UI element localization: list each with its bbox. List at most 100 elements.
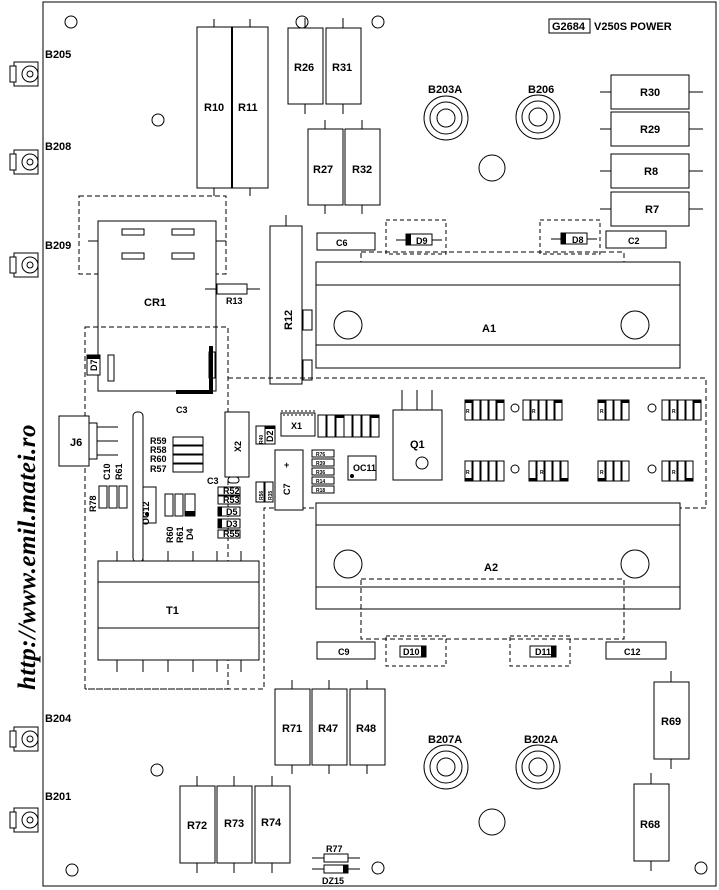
svg-text:R60: R60 <box>165 526 175 543</box>
capacitor-c2: C2 <box>605 230 667 249</box>
svg-text:R40: R40 <box>259 435 265 444</box>
svg-text:R68: R68 <box>640 819 660 831</box>
svg-text:R18: R18 <box>316 488 325 494</box>
mount-b203a: B203A <box>423 84 469 141</box>
svg-text:R: R <box>466 409 470 415</box>
resistor-r47: R47 <box>311 680 348 774</box>
svg-text:A1: A1 <box>482 323 496 335</box>
svg-text:R61: R61 <box>175 526 185 543</box>
svg-text:R31: R31 <box>332 62 352 74</box>
mounting-holes <box>64 15 708 877</box>
svg-text:D4: D4 <box>185 528 195 540</box>
resistor-r13: R13 <box>205 283 260 306</box>
bridge-rectifier-cr1: CR1 <box>78 195 227 394</box>
r56-r35 <box>255 481 274 503</box>
svg-text:R: R <box>600 409 604 415</box>
svg-text:R7: R7 <box>645 204 659 216</box>
svg-text:R60: R60 <box>150 454 167 464</box>
svg-text:D9: D9 <box>416 236 428 246</box>
svg-text:D3: D3 <box>226 519 238 529</box>
connector-b209: B209 <box>9 240 71 278</box>
title-code: G2684 <box>552 21 586 33</box>
svg-text:B203A: B203A <box>428 84 462 96</box>
svg-text:B208: B208 <box>45 141 71 153</box>
svg-text:R53: R53 <box>223 495 240 505</box>
svg-text:R12: R12 <box>283 310 295 330</box>
resistor-r71: R71 <box>274 680 311 774</box>
ic-x2: X2 <box>224 411 250 478</box>
optocoupler-oc11: OC11 <box>347 455 377 481</box>
module-a2: A2 <box>315 502 681 640</box>
svg-text:R10: R10 <box>204 102 224 114</box>
label-r61: R61 <box>114 463 124 480</box>
svg-text:CR1: CR1 <box>144 297 166 309</box>
svg-text:R: R <box>672 409 676 415</box>
capacitor-c3-body <box>227 476 240 484</box>
svg-text:R52: R52 <box>223 486 240 496</box>
label-c3-top: C3 <box>176 405 188 415</box>
capacitor-c6: C6 <box>316 232 376 251</box>
svg-text:R59: R59 <box>150 436 167 446</box>
svg-text:D11: D11 <box>535 647 551 657</box>
capacitor-c9: C9 <box>316 641 376 660</box>
resistor-r8: R8 <box>600 153 703 189</box>
svg-text:C6: C6 <box>336 238 348 248</box>
resistor-r30: R30 <box>600 74 703 110</box>
svg-text:R14: R14 <box>316 479 325 485</box>
svg-text:R: R <box>540 470 544 476</box>
resistor-r74: R74 <box>254 776 291 873</box>
resistor-r12: R12 <box>269 215 313 385</box>
svg-text:C7: C7 <box>282 483 292 495</box>
diode-d10: D10 <box>385 635 447 667</box>
resistor-r69: R69 <box>653 671 690 769</box>
resistor-stack-labels: R76 R39 R36 R14 R18 <box>316 452 325 494</box>
svg-text:D2: D2 <box>265 430 275 442</box>
svg-text:R32: R32 <box>352 164 372 176</box>
svg-text:+: + <box>284 460 289 470</box>
svg-text:R39: R39 <box>316 461 325 467</box>
svg-text:B204: B204 <box>45 713 72 725</box>
svg-text:J6: J6 <box>70 437 82 449</box>
svg-text:D8: D8 <box>572 235 584 245</box>
label-r35: R35 <box>268 491 274 500</box>
svg-text:A2: A2 <box>484 562 498 574</box>
small-stack-r52-r55: R52 R53 D5 D3 R55 <box>217 486 241 539</box>
svg-text:R26: R26 <box>294 62 314 74</box>
pad-texts: R R R R R R R R <box>466 409 676 476</box>
svg-text:R47: R47 <box>318 723 338 735</box>
parts-cluster-right-bottom-bands <box>465 478 693 481</box>
r60-r61-d4: R60 R61 D4 <box>164 493 196 543</box>
transformer-t1: T1 <box>97 551 260 672</box>
svg-text:X1: X1 <box>291 421 302 431</box>
svg-text:R8: R8 <box>644 166 658 178</box>
svg-text:R: R <box>466 470 470 476</box>
connector-b201: B201 <box>9 791 71 833</box>
capacitor-tall <box>132 411 144 563</box>
resistor-r32: R32 <box>344 120 381 214</box>
resistor-r73: R73 <box>216 776 253 873</box>
connector-b208: B208 <box>9 141 71 175</box>
r40-d2: R40 D2 <box>255 425 276 445</box>
svg-text:R69: R69 <box>661 716 681 728</box>
resistor-r29: R29 <box>600 111 703 147</box>
diode-d9: D9 <box>385 219 447 255</box>
label-c10: C10 <box>102 463 112 480</box>
resistor-r72: R72 <box>179 776 216 873</box>
svg-text:D10: D10 <box>403 647 420 657</box>
title-code-box <box>548 18 591 34</box>
svg-text:R48: R48 <box>356 723 376 735</box>
svg-text:R: R <box>532 409 536 415</box>
small-parts-row-1-bands <box>336 415 379 418</box>
svg-text:R71: R71 <box>282 723 302 735</box>
svg-text:R72: R72 <box>187 820 207 832</box>
diode-d11: D11 <box>509 635 571 667</box>
svg-text:B202A: B202A <box>524 734 558 746</box>
board-outline <box>42 1 717 887</box>
r78-c10-r61 <box>98 485 128 509</box>
svg-text:R58: R58 <box>150 445 167 455</box>
resistor-r68: R68 <box>633 773 670 871</box>
resistor-stack-r76-r18 <box>311 449 335 494</box>
svg-text:T1: T1 <box>166 605 179 617</box>
small-parts-row-1 <box>317 414 380 438</box>
